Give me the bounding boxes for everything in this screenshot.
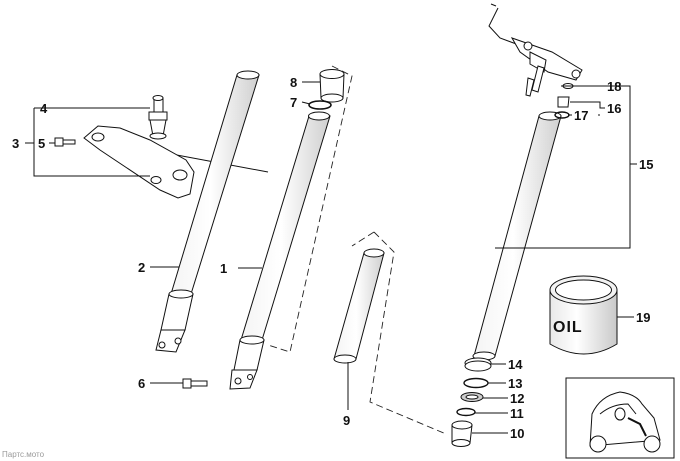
vehicle-inset	[565, 377, 675, 459]
oil-can-label: OIL	[553, 319, 583, 336]
callout-13: 13	[508, 376, 522, 391]
callout-15: 15	[639, 157, 653, 172]
callout-8: 8	[290, 75, 297, 90]
fork-tube-2	[155, 70, 260, 353]
part-16	[557, 96, 570, 108]
callout-19: 19	[636, 310, 650, 325]
bushing-8	[319, 69, 345, 103]
callout-5: 5	[38, 136, 45, 151]
handlebar-clamp	[488, 3, 583, 97]
callout-12: 12	[510, 391, 524, 406]
callout-11: 11	[510, 406, 524, 421]
callout-14: 14	[508, 357, 523, 372]
callout-18: 18	[607, 79, 621, 94]
callout-10: 10	[510, 426, 524, 441]
callout-2: 2	[138, 260, 145, 275]
assembly-dash-1	[267, 65, 353, 353]
oil-can: OIL	[549, 275, 618, 355]
callout-3: 3	[12, 136, 19, 151]
callout-1: 1	[220, 261, 227, 276]
assembly-dash-9	[369, 231, 447, 435]
watermark-text: Партс.мото	[2, 450, 45, 459]
callout-7: 7	[290, 95, 297, 110]
leader-lines	[25, 81, 637, 434]
fork-tube-15	[472, 111, 562, 361]
ring-7	[308, 100, 332, 110]
top-bracket	[54, 95, 269, 199]
callout-16: 16	[607, 101, 621, 116]
assembly-dash-9b	[351, 231, 375, 247]
inner-tube-9	[333, 248, 385, 364]
callout-numbers: 1 2 3 4 5 6 7 8 9 10 11 12 13 14 15 16 1…	[12, 75, 653, 441]
callout-4: 4	[40, 101, 48, 116]
callout-6: 6	[138, 376, 145, 391]
callout-17: 17	[574, 108, 588, 123]
fork-tube-1	[182, 111, 331, 390]
callout-9: 9	[343, 413, 350, 428]
